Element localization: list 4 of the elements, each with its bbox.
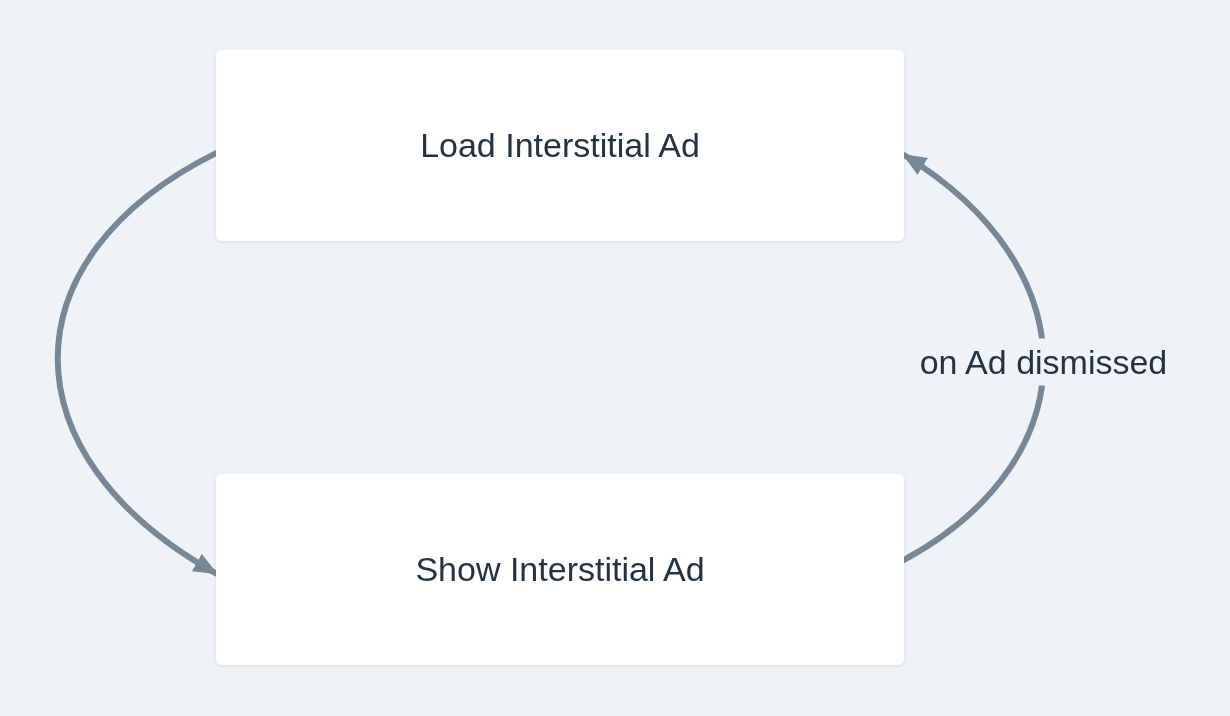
process-box	[216, 50, 904, 241]
node-label: Load Interstitial Ad	[420, 126, 700, 165]
node-label: Show Interstitial Ad	[415, 550, 705, 589]
process-box	[216, 474, 904, 665]
